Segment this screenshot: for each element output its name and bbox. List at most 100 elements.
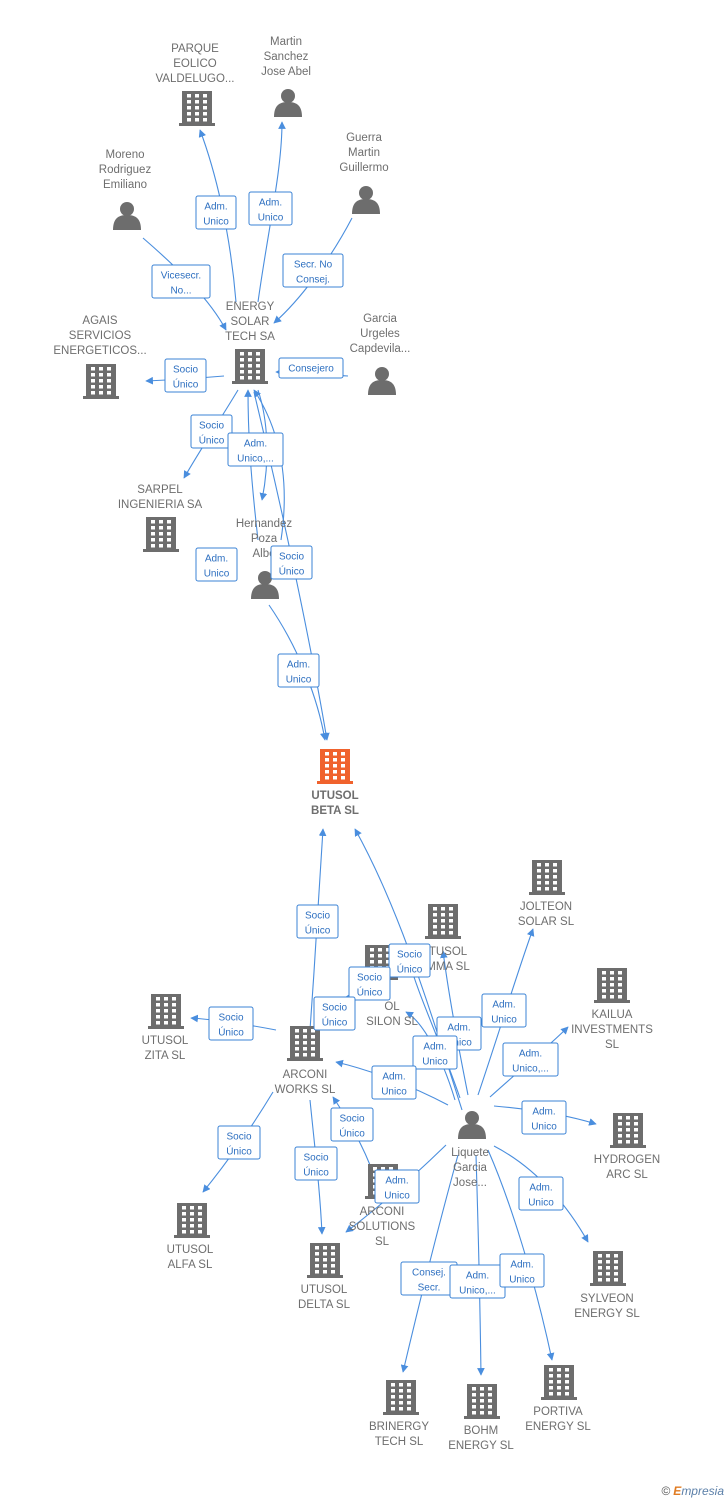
- node-label-line: EOLICO: [173, 58, 217, 70]
- relation-label[interactable]: Adm.Unico,...: [449, 1264, 506, 1299]
- node-label-line: VALDELUGO...: [155, 73, 234, 85]
- node-label-line: SL: [375, 1236, 390, 1248]
- relation-text-line: Socio: [339, 1114, 364, 1125]
- relation-label[interactable]: Adm.Unico: [277, 653, 320, 688]
- relation-text-line: Unico: [258, 213, 284, 224]
- person-icon: [458, 1111, 486, 1139]
- relation-label[interactable]: Consejero: [278, 357, 344, 379]
- node-label-line: Poza: [251, 533, 278, 545]
- building-icon: [143, 517, 179, 552]
- relation-text-line: Socio: [226, 1132, 251, 1143]
- relation-edge: [440, 950, 469, 1096]
- node-label-line: Guillermo: [339, 162, 388, 174]
- relation-text-line: Unico: [528, 1198, 554, 1209]
- building-icon: [148, 994, 184, 1029]
- relation-label[interactable]: Adm. Unico: [518, 1176, 564, 1211]
- node-label-line: TECH SL: [375, 1436, 424, 1448]
- node-label-line: Rodriguez: [99, 164, 152, 176]
- relation-label[interactable]: Adm.Unico: [521, 1100, 567, 1135]
- relation-text-line: Adm.: [287, 660, 310, 671]
- building-icon: [174, 1203, 210, 1238]
- node-label-line: SARPEL: [137, 484, 183, 496]
- relation-label[interactable]: Adm.Unico: [195, 547, 238, 582]
- node-label-line: SOLUTIONS: [349, 1221, 416, 1233]
- relation-label[interactable]: Adm.Unico: [374, 1169, 420, 1204]
- node-label-line: MMA SL: [426, 961, 470, 973]
- relation-text-line: Socio: [279, 552, 304, 563]
- relation-label[interactable]: Vicesecr.No...: [151, 264, 211, 299]
- relation-edge: [475, 1154, 485, 1376]
- building-icon: [464, 1384, 500, 1419]
- relation-text-line: Socio: [357, 973, 382, 984]
- relation-label[interactable]: Adm.Unico: [195, 195, 237, 230]
- building-icon: [529, 860, 565, 895]
- relation-text-line: Adm.: [492, 1000, 515, 1011]
- relation-label[interactable]: Adm.Unico: [481, 993, 527, 1028]
- relation-text-line: Único: [397, 963, 423, 976]
- relation-label[interactable]: Adm.Unico: [248, 191, 293, 226]
- node-label-line: Albe: [252, 548, 275, 560]
- relation-label[interactable]: Adm.Unico: [412, 1035, 458, 1070]
- person-icon: [251, 571, 279, 599]
- building-icon: [179, 91, 215, 126]
- relation-text-line: Unico: [203, 217, 229, 228]
- relation-label[interactable]: Consej.Secr.: [400, 1261, 458, 1296]
- relation-text-line: Secr.: [418, 1283, 441, 1294]
- relation-text-line: Único: [305, 924, 331, 937]
- relation-label[interactable]: Adm.Unico,...: [502, 1042, 559, 1077]
- relation-text: Adm. Unico: [528, 1183, 554, 1209]
- relation-label[interactable]: Adm.Unico: [371, 1065, 417, 1100]
- relation-text: Adm.Unico: [446, 1023, 472, 1049]
- relation-text-line: Adm.: [529, 1183, 552, 1194]
- node-label-line: ENERGY SL: [448, 1440, 514, 1452]
- relation-text-line: Unico: [531, 1122, 557, 1133]
- relation-label[interactable]: Adm.Unico,...: [227, 432, 284, 467]
- relation-text: Adm.Unico: [381, 1072, 407, 1098]
- relation-label[interactable]: Adm.Unico: [499, 1253, 545, 1288]
- building-icon: [590, 1251, 626, 1286]
- node-label-line: ARCONI: [283, 1069, 328, 1081]
- node-label-line: Guerra: [346, 132, 382, 144]
